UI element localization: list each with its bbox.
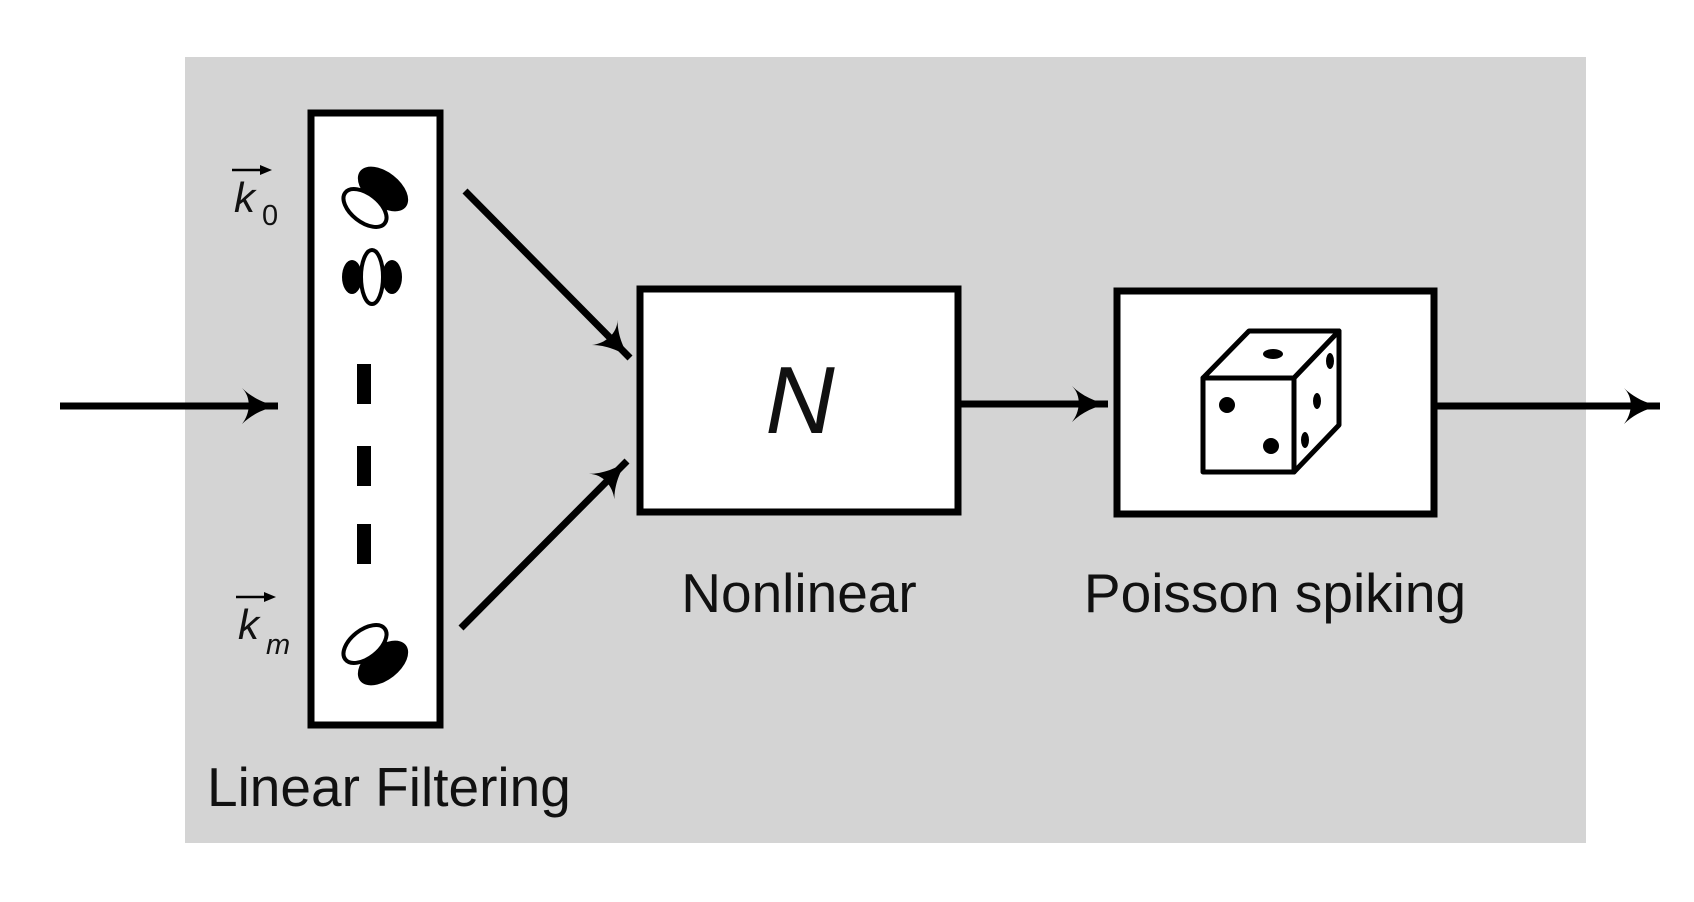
- linear-filter-bank: [307, 109, 444, 729]
- nonlinear-label: Nonlinear: [681, 562, 916, 624]
- gabor-kernel-icon: [341, 166, 409, 229]
- ellipsis-dash: [357, 446, 371, 486]
- upper-converging-arrow: [462, 188, 633, 361]
- nonlinear-symbol: N: [765, 347, 835, 454]
- filter-label-k0-letter: k: [234, 174, 257, 221]
- lower-converging-arrow: [458, 458, 630, 631]
- gabor-kernel-icon: [341, 623, 409, 686]
- gabor-kernel-icon: [342, 248, 402, 306]
- filter-label-k0-subscript: 0: [262, 200, 278, 232]
- filter-label-km-subscript: m: [266, 629, 290, 661]
- nonlinear-box: [636, 285, 962, 516]
- ellipsis-dash: [357, 524, 371, 564]
- linear-filtering-label: Linear Filtering: [207, 756, 571, 818]
- filter-label-k0: k 0: [232, 165, 278, 232]
- filter-label-km-letter: k: [238, 601, 261, 648]
- filter-label-km: k m: [236, 592, 290, 661]
- poisson-spiking-label: Poisson spiking: [1084, 562, 1466, 624]
- ellipsis-dash: [357, 364, 371, 404]
- dice-icon: [1200, 328, 1342, 475]
